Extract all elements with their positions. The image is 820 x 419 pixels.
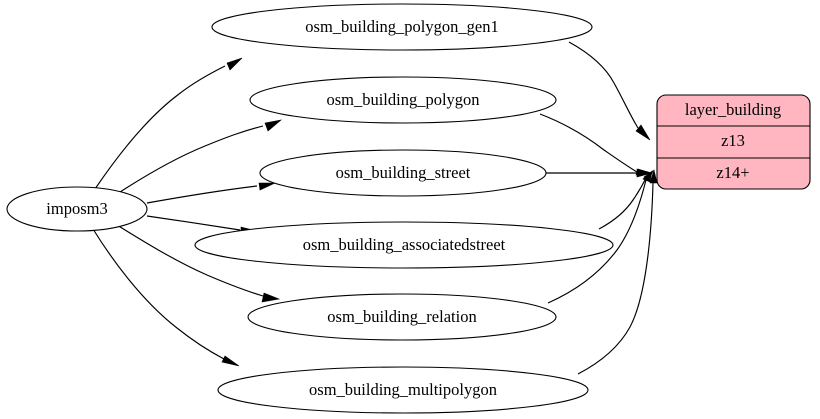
- node-osm-building-multipolygon-shape[interactable]: [217, 366, 589, 414]
- edge-imposm3-to-osm-building-polygon: [116, 119, 283, 195]
- node-imposm3-label: imposm3: [46, 199, 107, 218]
- node-osm-building-relation[interactable]: osm_building_relation: [247, 293, 557, 341]
- node-osm-building-street-shape[interactable]: [259, 149, 547, 197]
- node-imposm3[interactable]: imposm3: [6, 186, 148, 232]
- node-osm-building-associatedstreet-label: osm_building_associatedstreet: [303, 235, 506, 254]
- node-osm-building-polygon-gen1-label: osm_building_polygon_gen1: [305, 17, 498, 36]
- node-osm-building-associatedstreet[interactable]: osm_building_associatedstreet: [194, 221, 614, 269]
- edge-imposm3-to-osm-building-polygon-gen1: [94, 57, 243, 190]
- node-osm-building-associatedstreet-shape[interactable]: [194, 221, 614, 269]
- node-osm-building-polygon-label: osm_building_polygon: [326, 90, 479, 109]
- node-osm-building-multipolygon-label: osm_building_multipolygon: [309, 380, 497, 399]
- node-layer-building-row-z14plus: z14+: [716, 163, 749, 182]
- node-osm-building-polygon-gen1-shape[interactable]: [211, 3, 593, 51]
- edge-osm-building-street-to-layer-building-z14: [546, 168, 654, 178]
- node-layer-building-box[interactable]: [656, 94, 811, 190]
- node-osm-building-polygon-gen1[interactable]: osm_building_polygon_gen1: [211, 3, 593, 51]
- node-imposm3-shape[interactable]: [6, 186, 148, 232]
- node-osm-building-street-label: osm_building_street: [336, 163, 471, 182]
- node-osm-building-relation-shape[interactable]: [247, 293, 557, 341]
- edge-osm-building-polygon-gen1-to-layer-building-z13: [568, 41, 651, 141]
- node-osm-building-polygon-shape[interactable]: [249, 76, 557, 124]
- node-osm-building-multipolygon[interactable]: osm_building_multipolygon: [217, 366, 589, 414]
- edge-imposm3-to-osm-building-multipolygon: [92, 228, 240, 367]
- node-osm-building-relation-label: osm_building_relation: [327, 307, 476, 326]
- edge-group-tables-to-layer: [539, 41, 658, 375]
- edge-imposm3-to-osm-building-street: [146, 182, 276, 204]
- edge-imposm3-to-osm-building-relation: [116, 224, 281, 303]
- node-osm-building-polygon[interactable]: osm_building_polygon: [249, 76, 557, 124]
- node-layer-building-row-z13: z13: [721, 131, 745, 150]
- edge-osm-building-multipolygon-to-layer-building-z14: [577, 168, 658, 375]
- node-osm-building-street[interactable]: osm_building_street: [259, 149, 547, 197]
- edge-osm-building-polygon-to-layer-building-z14: [539, 113, 652, 176]
- node-layer-building[interactable]: layer_building z13 z14+: [656, 94, 811, 190]
- node-layer-building-title: layer_building: [685, 100, 781, 119]
- edge-osm-building-relation-to-layer-building-z14: [547, 170, 653, 304]
